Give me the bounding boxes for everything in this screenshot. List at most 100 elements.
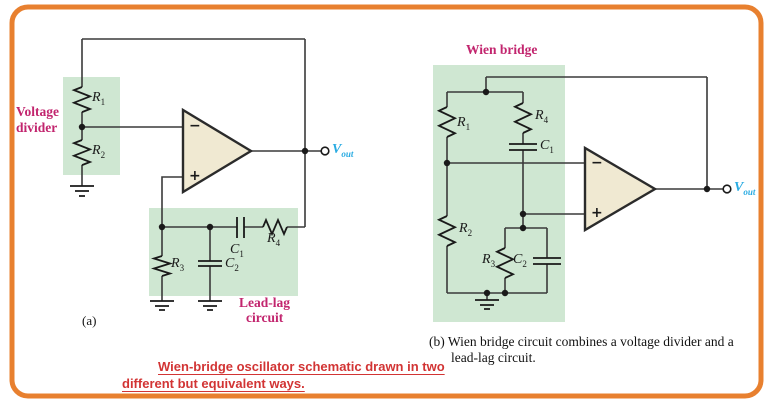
resistor-a-r1: [71, 86, 93, 113]
resistor-b-r3: [494, 247, 516, 279]
component-subscript: 1: [465, 121, 471, 132]
junction-dot: [519, 224, 527, 232]
panel-b-caption-line2: lead-lag circuit.: [451, 350, 536, 365]
label-a-r3: R3: [171, 256, 184, 273]
circuit-b-components: [436, 102, 561, 310]
component-subscript: 2: [100, 149, 106, 160]
label-b-r2: R2: [459, 221, 472, 238]
capacitor-b-c2: [533, 257, 561, 265]
voltage-divider-label-line2: divider: [16, 120, 58, 135]
wien-bridge-region: [433, 65, 565, 322]
junction-dot: [501, 289, 509, 297]
ground-a-c2: [198, 300, 222, 311]
label-a-r1: R1: [92, 90, 105, 107]
label-a-r4: R4: [267, 231, 280, 248]
resistor-a-r2: [71, 139, 93, 166]
component-subscript: 3: [490, 258, 496, 269]
vout-a-label: Vout: [332, 142, 353, 159]
component-subscript: 1: [100, 96, 106, 107]
circuit-a-junctions: [78, 123, 309, 231]
label-a-r2: R2: [92, 143, 105, 160]
junction-dot: [703, 185, 711, 193]
wire-a-feedback-top: [81, 38, 306, 151]
component-symbol: R: [457, 115, 466, 130]
junction-dot: [483, 289, 491, 297]
capacitor-a-c2: [198, 260, 222, 267]
vout-b-label: Vout: [734, 180, 755, 197]
lead-lag-label-line1: Lead-lag: [239, 295, 291, 310]
voltage-divider-region: [63, 77, 120, 175]
component-subscript: 2: [234, 262, 239, 273]
ground-b: [475, 299, 499, 310]
capacitor-b-c1: [509, 143, 537, 151]
opamp-a: [181, 107, 254, 195]
vout-subscript: out: [341, 148, 354, 159]
junction-dot: [482, 88, 490, 96]
opamp-b: [583, 145, 658, 233]
resistor-b-r4: [512, 102, 534, 134]
opamp-b-minus-sign: −: [591, 155, 603, 171]
component-symbol: R: [92, 90, 101, 105]
wire-a-noninverting-input: [161, 176, 183, 227]
panel-a-label: (a): [82, 313, 97, 328]
voltage-divider-label-line1: Voltage: [16, 104, 59, 119]
junction-dot: [301, 147, 309, 155]
label-b-r4: R4: [535, 108, 548, 125]
vout-symbol: V: [734, 180, 744, 195]
panel-b-caption-line1: (b) Wien bridge circuit combines a volta…: [429, 334, 734, 349]
component-subscript: 3: [179, 262, 185, 273]
vout-symbol: V: [332, 142, 342, 157]
opamp-a-plus-sign: +: [189, 168, 201, 184]
component-symbol: R: [482, 252, 491, 267]
component-symbol: C: [513, 252, 523, 267]
terminal-b-vout: [722, 184, 732, 194]
junction-dot: [206, 223, 214, 231]
component-symbol: C: [230, 242, 240, 257]
component-subscript: 1: [239, 248, 244, 259]
component-subscript: 4: [543, 114, 549, 125]
label-b-c1: C1: [540, 138, 554, 155]
resistor-a-r3: [150, 255, 174, 277]
vout-subscript: out: [743, 186, 756, 197]
ground-a-r3: [150, 300, 174, 311]
component-subscript: 2: [467, 227, 473, 238]
opamp-b-plus-sign: +: [591, 205, 603, 221]
label-b-r3: R3: [482, 252, 495, 269]
circuit-b-junctions: [443, 88, 711, 297]
component-subscript: 4: [275, 237, 281, 248]
figure-caption-line1: Wien-bridge oscillator schematic drawn i…: [158, 359, 445, 374]
component-symbol: R: [459, 221, 468, 236]
component-symbol: R: [535, 108, 544, 123]
terminal-a-vout: [320, 146, 330, 156]
resistor-a-r4: [262, 217, 288, 237]
lead-lag-region: [149, 208, 298, 296]
lead-lag-label-line2: circuit: [246, 310, 284, 325]
highlight-regions: [63, 65, 565, 322]
wien-bridge-label: Wien bridge: [466, 42, 538, 57]
junction-dot: [158, 223, 166, 231]
resistor-b-r1: [436, 106, 458, 138]
junction-dot: [78, 123, 86, 131]
figure-caption-line2: different but equivalent ways.: [122, 376, 305, 391]
opamp-a-minus-sign: −: [189, 118, 201, 134]
junction-dot: [519, 210, 527, 218]
component-subscript: 1: [549, 144, 554, 155]
label-a-c1: C1: [230, 242, 244, 259]
wire-a-leadlag-branches: [161, 227, 211, 301]
component-subscript: 2: [522, 258, 527, 269]
component-symbol: R: [92, 143, 101, 158]
resistor-b-r2: [436, 215, 458, 247]
component-symbol: R: [171, 256, 180, 271]
component-symbol: C: [225, 256, 235, 271]
wire-a-output: [251, 150, 321, 227]
figure-border: [9, 4, 764, 399]
label-a-c2: C2: [225, 256, 239, 273]
junction-dot: [443, 159, 451, 167]
circuit-a-components: [70, 86, 288, 311]
label-b-c2: C2: [513, 252, 527, 269]
capacitor-a-c1: [236, 217, 245, 238]
component-symbol: R: [267, 231, 276, 246]
component-symbol: C: [540, 138, 550, 153]
